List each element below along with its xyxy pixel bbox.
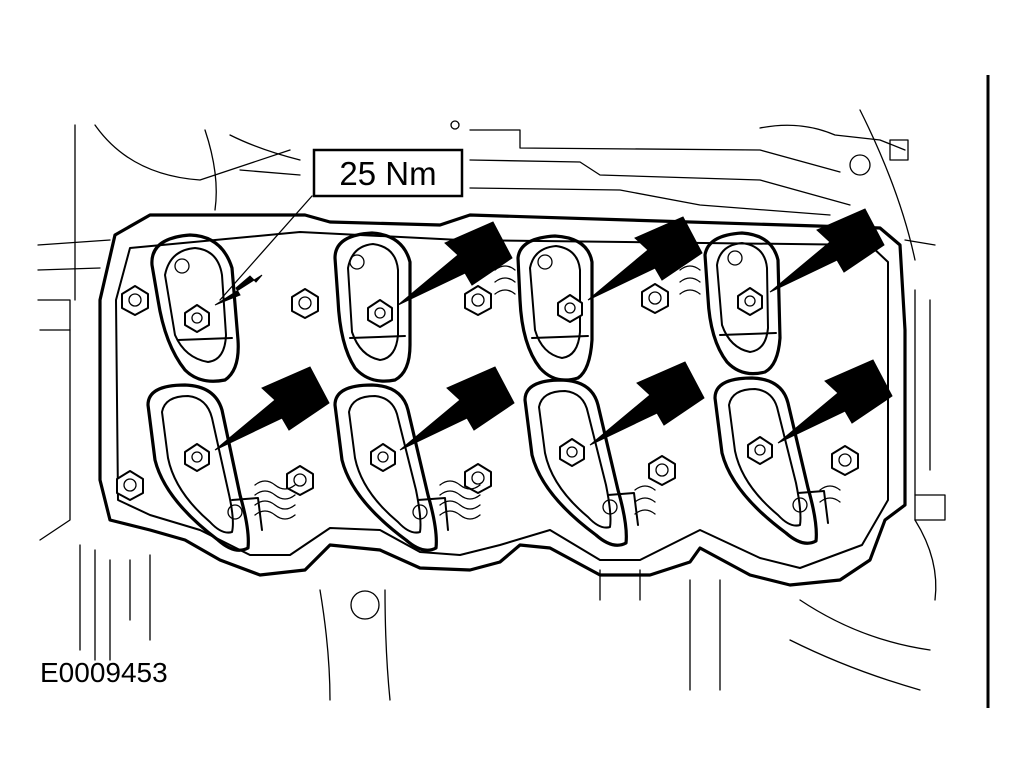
rocker-arm-lower-3 — [523, 378, 639, 547]
torque-callout: 25 Nm — [312, 148, 464, 198]
rocker-arm-bolt — [367, 299, 393, 328]
cylinder-head-outline — [98, 213, 907, 587]
rocker-arm-lower-4 — [713, 376, 829, 545]
figure-code: E0009453 — [40, 657, 168, 688]
engine-background-outline — [37, 109, 946, 701]
bolt-head — [831, 445, 859, 476]
rocker-arm-upper-2 — [333, 231, 412, 383]
bolt-head — [648, 455, 676, 486]
torque-value: 25 Nm — [339, 155, 436, 192]
bolt-head — [121, 285, 149, 316]
cylinder-head-inner-rim — [115, 231, 889, 569]
rocker-arm-bolt — [557, 294, 583, 323]
rocker-arm-bolt — [737, 287, 763, 316]
rocker-arm-lower-2 — [333, 383, 449, 552]
rocker-arm-bolt — [184, 304, 210, 333]
callout-arrow-icon — [214, 366, 330, 451]
torque-callout-box — [312, 148, 464, 198]
rocker-arm-upper-3 — [516, 234, 594, 382]
torque-leader-line — [219, 195, 313, 301]
bolt-head — [464, 285, 492, 316]
rocker-arm-bolt — [559, 438, 585, 467]
rocker-arm-bolt — [184, 443, 210, 472]
bolt-head — [286, 465, 314, 496]
callout-arrow-icon — [769, 208, 885, 293]
callout-arrow-icon — [214, 274, 263, 306]
bolt-head — [116, 470, 144, 501]
rocker-arm-bolts — [184, 287, 773, 472]
callout-arrows — [214, 208, 893, 451]
rocker-arm-upper-1 — [150, 233, 240, 383]
rocker-arm-upper-4 — [703, 231, 782, 376]
callout-arrow-icon — [777, 359, 893, 444]
rocker-arm-bolt — [370, 443, 396, 472]
rocker-arm-lower-1 — [146, 383, 263, 552]
callout-arrow-icon — [589, 361, 705, 446]
bolt-head — [464, 463, 492, 494]
callout-arrow-icon — [587, 216, 703, 301]
bolt-head — [641, 283, 669, 314]
bolt-head — [291, 288, 319, 319]
valve-springs — [254, 265, 841, 520]
rocker-arm-bolt — [747, 436, 773, 465]
callout-arrow-icon — [399, 366, 515, 451]
callout-arrow-icon — [397, 221, 513, 306]
head-bolts — [116, 283, 859, 501]
